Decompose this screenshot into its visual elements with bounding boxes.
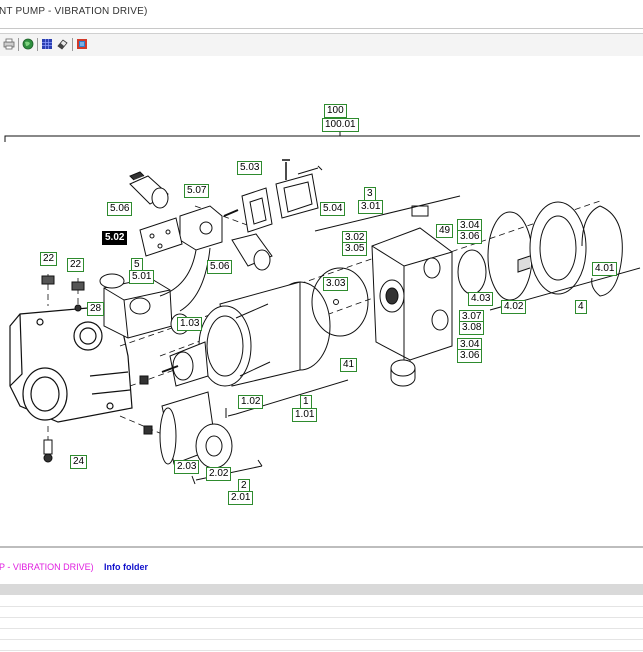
info-folder-link[interactable]: Info folder [104,562,148,572]
callout-5-06[interactable]: 5.06 [107,202,133,216]
callout-3-05[interactable]: 3.05 [342,242,368,256]
globe-icon[interactable] [22,38,34,50]
callout-5-04[interactable]: 5.04 [320,202,346,216]
grid-icon[interactable] [41,38,53,50]
callout-100-01[interactable]: 100.01 [322,118,359,132]
toolbar-separator [18,38,19,51]
callout-41[interactable]: 41 [340,358,358,372]
callout-49[interactable]: 49 [436,224,454,238]
callout-1-01[interactable]: 1.01 [292,408,318,422]
callout-5-07[interactable]: 5.07 [184,184,210,198]
callout-5-02-selected[interactable]: 5.02 [102,231,128,245]
exploded-parts-drawing[interactable]: 100 100.01 5.03 5.07 5.06 5.04 3 3.01 5.… [0,56,643,548]
callout-5-06[interactable]: 5.06 [207,260,233,274]
callout-22[interactable]: 22 [67,258,85,272]
window-titlebar: NT PUMP - VIBRATION DRIVE) [0,0,643,29]
table-row[interactable] [0,607,643,618]
motor-part [161,281,331,387]
callout-1-03[interactable]: 1.03 [177,317,203,331]
table-row[interactable] [0,596,643,607]
callout-5-03[interactable]: 5.03 [237,161,263,175]
eraser-icon[interactable] [56,38,68,50]
callout-1-02[interactable]: 1.02 [238,395,264,409]
callout-22[interactable]: 22 [40,252,58,266]
footer-bar: P - VIBRATION DRIVE) Info folder [0,548,643,586]
callout-4[interactable]: 4 [575,300,587,314]
callout-3-01[interactable]: 3.01 [358,200,384,214]
book-icon[interactable] [76,38,88,50]
callout-3[interactable]: 3 [364,187,376,201]
pump-housing-part [9,307,133,423]
solenoid-part [129,171,169,209]
print-icon[interactable] [3,38,15,50]
callout-2-02[interactable]: 2.02 [206,467,232,481]
window-title: NT PUMP - VIBRATION DRIVE) [0,6,148,17]
table-row[interactable] [0,640,643,651]
callout-28[interactable]: 28 [87,302,105,316]
callout-3-03[interactable]: 3.03 [323,277,349,291]
callout-4-03[interactable]: 4.03 [468,292,494,306]
callout-2-01[interactable]: 2.01 [228,491,254,505]
table-row[interactable] [0,629,643,640]
toolbar-separator [72,38,73,51]
callout-4-02[interactable]: 4.02 [501,300,527,314]
toolbar [0,33,643,57]
parts-diagram [4,128,641,485]
breadcrumb[interactable]: P - VIBRATION DRIVE) [0,562,94,572]
callout-3-06[interactable]: 3.06 [457,349,483,363]
callout-100[interactable]: 100 [324,104,347,118]
callout-1[interactable]: 1 [300,395,312,409]
table-row[interactable] [0,618,643,629]
pump-block-part [371,205,453,362]
filter-part [159,391,233,469]
callout-5-01[interactable]: 5.01 [129,270,155,284]
toolbar-separator [37,38,38,51]
callout-24[interactable]: 24 [70,455,88,469]
callout-2-03[interactable]: 2.03 [174,460,200,474]
callout-4-01[interactable]: 4.01 [592,262,618,276]
callout-3-08[interactable]: 3.08 [459,321,485,335]
callout-3-06[interactable]: 3.06 [457,230,483,244]
parts-table-header [0,584,643,595]
